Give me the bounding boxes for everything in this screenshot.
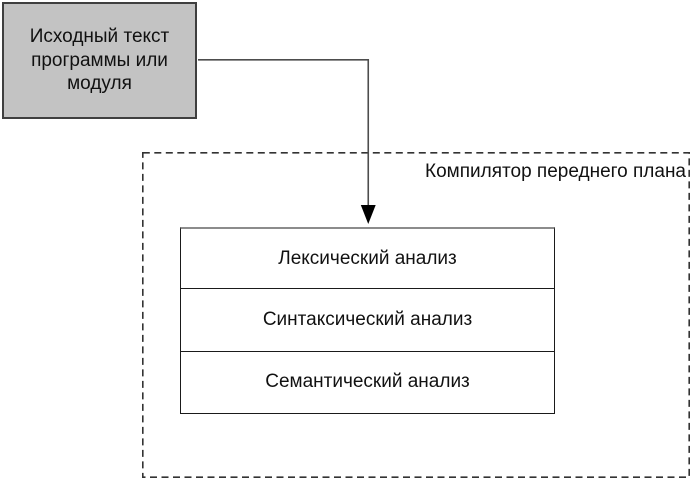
stage-label: Семантический анализ	[265, 371, 470, 392]
stage-label: Синтаксический анализ	[262, 308, 473, 330]
source-text-line: программы или	[31, 49, 168, 71]
stage-box-lexical: Лексический анализ	[180, 227, 555, 289]
connector-line	[198, 59, 370, 206]
source-text-line: модуля	[67, 73, 132, 95]
stage-box-syntactic: Синтаксический анализ	[180, 287, 555, 352]
stage-label: Лексический анализ	[278, 247, 457, 269]
source-text-box: Исходный текст программы или модуля	[2, 2, 197, 119]
arrowhead-icon	[360, 205, 376, 224]
stage-box-semantic: Семантический анализ	[180, 350, 555, 414]
frontend-group-title: Компилятор переднего плана	[425, 161, 686, 182]
source-text-line: Исходный текст	[29, 26, 170, 48]
stage-stack: Лексический анализ Синтаксический анализ…	[180, 227, 555, 414]
